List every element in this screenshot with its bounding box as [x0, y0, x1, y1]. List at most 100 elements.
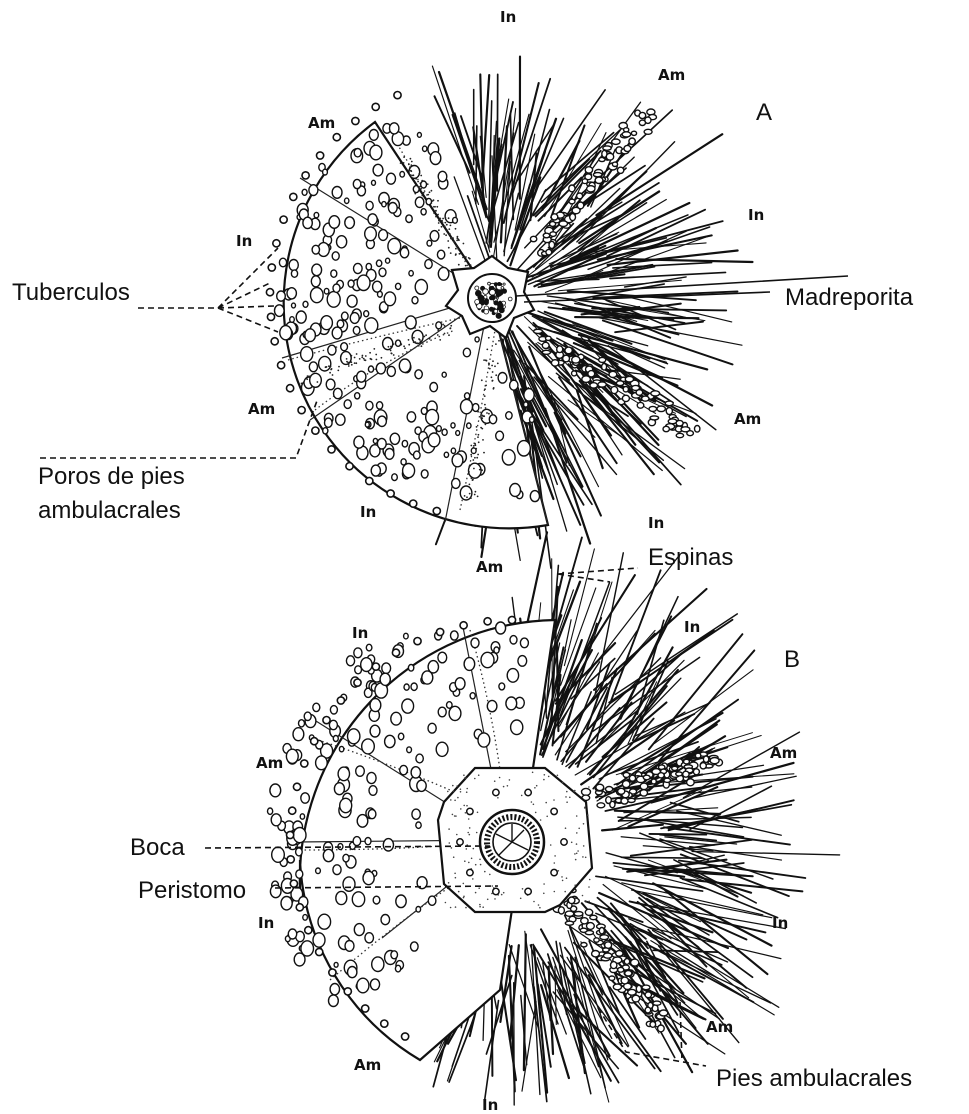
pore	[455, 228, 457, 230]
tubercle	[452, 454, 463, 467]
label-madreporita: Madreporita	[785, 284, 914, 311]
tube-foot	[569, 185, 575, 192]
pore	[348, 365, 350, 367]
tube-foot	[565, 911, 574, 916]
marginal-tubercle	[381, 1020, 388, 1027]
peristome-dot	[532, 772, 534, 774]
pore	[317, 381, 319, 383]
pore	[473, 445, 475, 447]
pore	[468, 257, 470, 259]
peristome-dot	[482, 906, 484, 908]
tube-foot	[572, 356, 580, 363]
pore	[301, 383, 303, 385]
tube-foot	[684, 759, 690, 764]
pore	[492, 380, 494, 382]
peristome-dot	[535, 812, 537, 814]
pore	[420, 340, 422, 342]
peristome-dot	[589, 879, 591, 881]
spine	[659, 651, 755, 762]
tube-foot	[542, 342, 549, 348]
tubercle	[478, 733, 490, 747]
peristome-dot	[520, 898, 522, 900]
tubercle	[373, 896, 380, 904]
peristome-dot	[574, 790, 576, 792]
peristome-dot	[565, 796, 567, 798]
peristome-dot	[475, 864, 477, 866]
tubercle	[400, 765, 408, 774]
tubercle	[372, 957, 384, 972]
peristome-dot	[566, 877, 568, 879]
tubercle	[506, 412, 512, 420]
tube-foot	[642, 396, 649, 401]
pore	[421, 180, 423, 182]
tubercle	[402, 699, 414, 713]
tube-foot	[643, 775, 650, 780]
pore	[347, 362, 349, 364]
spine	[567, 957, 612, 1038]
pore	[420, 188, 422, 190]
marginal-tubercle	[352, 117, 359, 124]
tubercle	[411, 942, 419, 951]
peristome-dot	[509, 779, 511, 781]
pore	[486, 349, 488, 351]
madreporite-pore	[491, 295, 496, 300]
pore	[415, 341, 417, 343]
tube-foot	[703, 756, 708, 762]
label-poros-line2: ambulacrales	[38, 497, 181, 524]
zone-mark: Am	[706, 1018, 733, 1036]
tubercle	[467, 423, 471, 428]
spine	[692, 852, 840, 855]
peristome-dot	[479, 906, 481, 908]
pore	[458, 264, 460, 266]
pore	[478, 434, 480, 436]
pore	[409, 166, 411, 168]
madreporite-pore	[508, 297, 512, 301]
tubercle	[455, 678, 465, 690]
tube-foot	[644, 129, 652, 134]
pore	[481, 469, 483, 471]
pore	[418, 190, 420, 192]
tubercle	[380, 673, 390, 685]
tubercle	[379, 268, 386, 276]
pore	[410, 174, 412, 176]
pore	[424, 336, 426, 338]
pore	[427, 194, 429, 196]
pore	[452, 237, 454, 239]
tubercle	[354, 149, 361, 157]
pore	[445, 217, 447, 219]
tube-foot	[632, 995, 640, 1002]
peristome-dot	[538, 904, 540, 906]
tubercle	[407, 412, 416, 422]
pore	[376, 359, 378, 361]
tube-foot	[618, 788, 625, 794]
peristome-dot	[476, 832, 478, 834]
pore	[433, 212, 435, 214]
marginal-tubercle	[296, 904, 303, 911]
tube-foot	[625, 971, 632, 976]
peristome-dot	[450, 799, 452, 801]
pore	[418, 173, 420, 175]
peristome-dot	[480, 864, 482, 866]
pore	[371, 359, 373, 361]
pore	[332, 374, 334, 376]
tube-foot	[543, 233, 550, 238]
pore	[489, 368, 491, 370]
pore	[415, 178, 417, 180]
tubercle	[368, 366, 373, 372]
tubercle	[343, 854, 349, 862]
tubercle	[391, 712, 402, 725]
pore	[445, 234, 447, 236]
tubercle	[365, 422, 369, 427]
tube-foot	[624, 959, 629, 965]
pore	[388, 346, 390, 348]
pore	[421, 345, 423, 347]
peristome-dot	[588, 786, 590, 788]
peristome-dot	[543, 883, 545, 885]
marginal-tubercle	[316, 948, 323, 955]
pore	[495, 374, 497, 376]
tubercle	[496, 622, 506, 634]
tube-foot	[639, 112, 646, 118]
pore	[493, 388, 495, 390]
tubercle	[524, 389, 534, 402]
